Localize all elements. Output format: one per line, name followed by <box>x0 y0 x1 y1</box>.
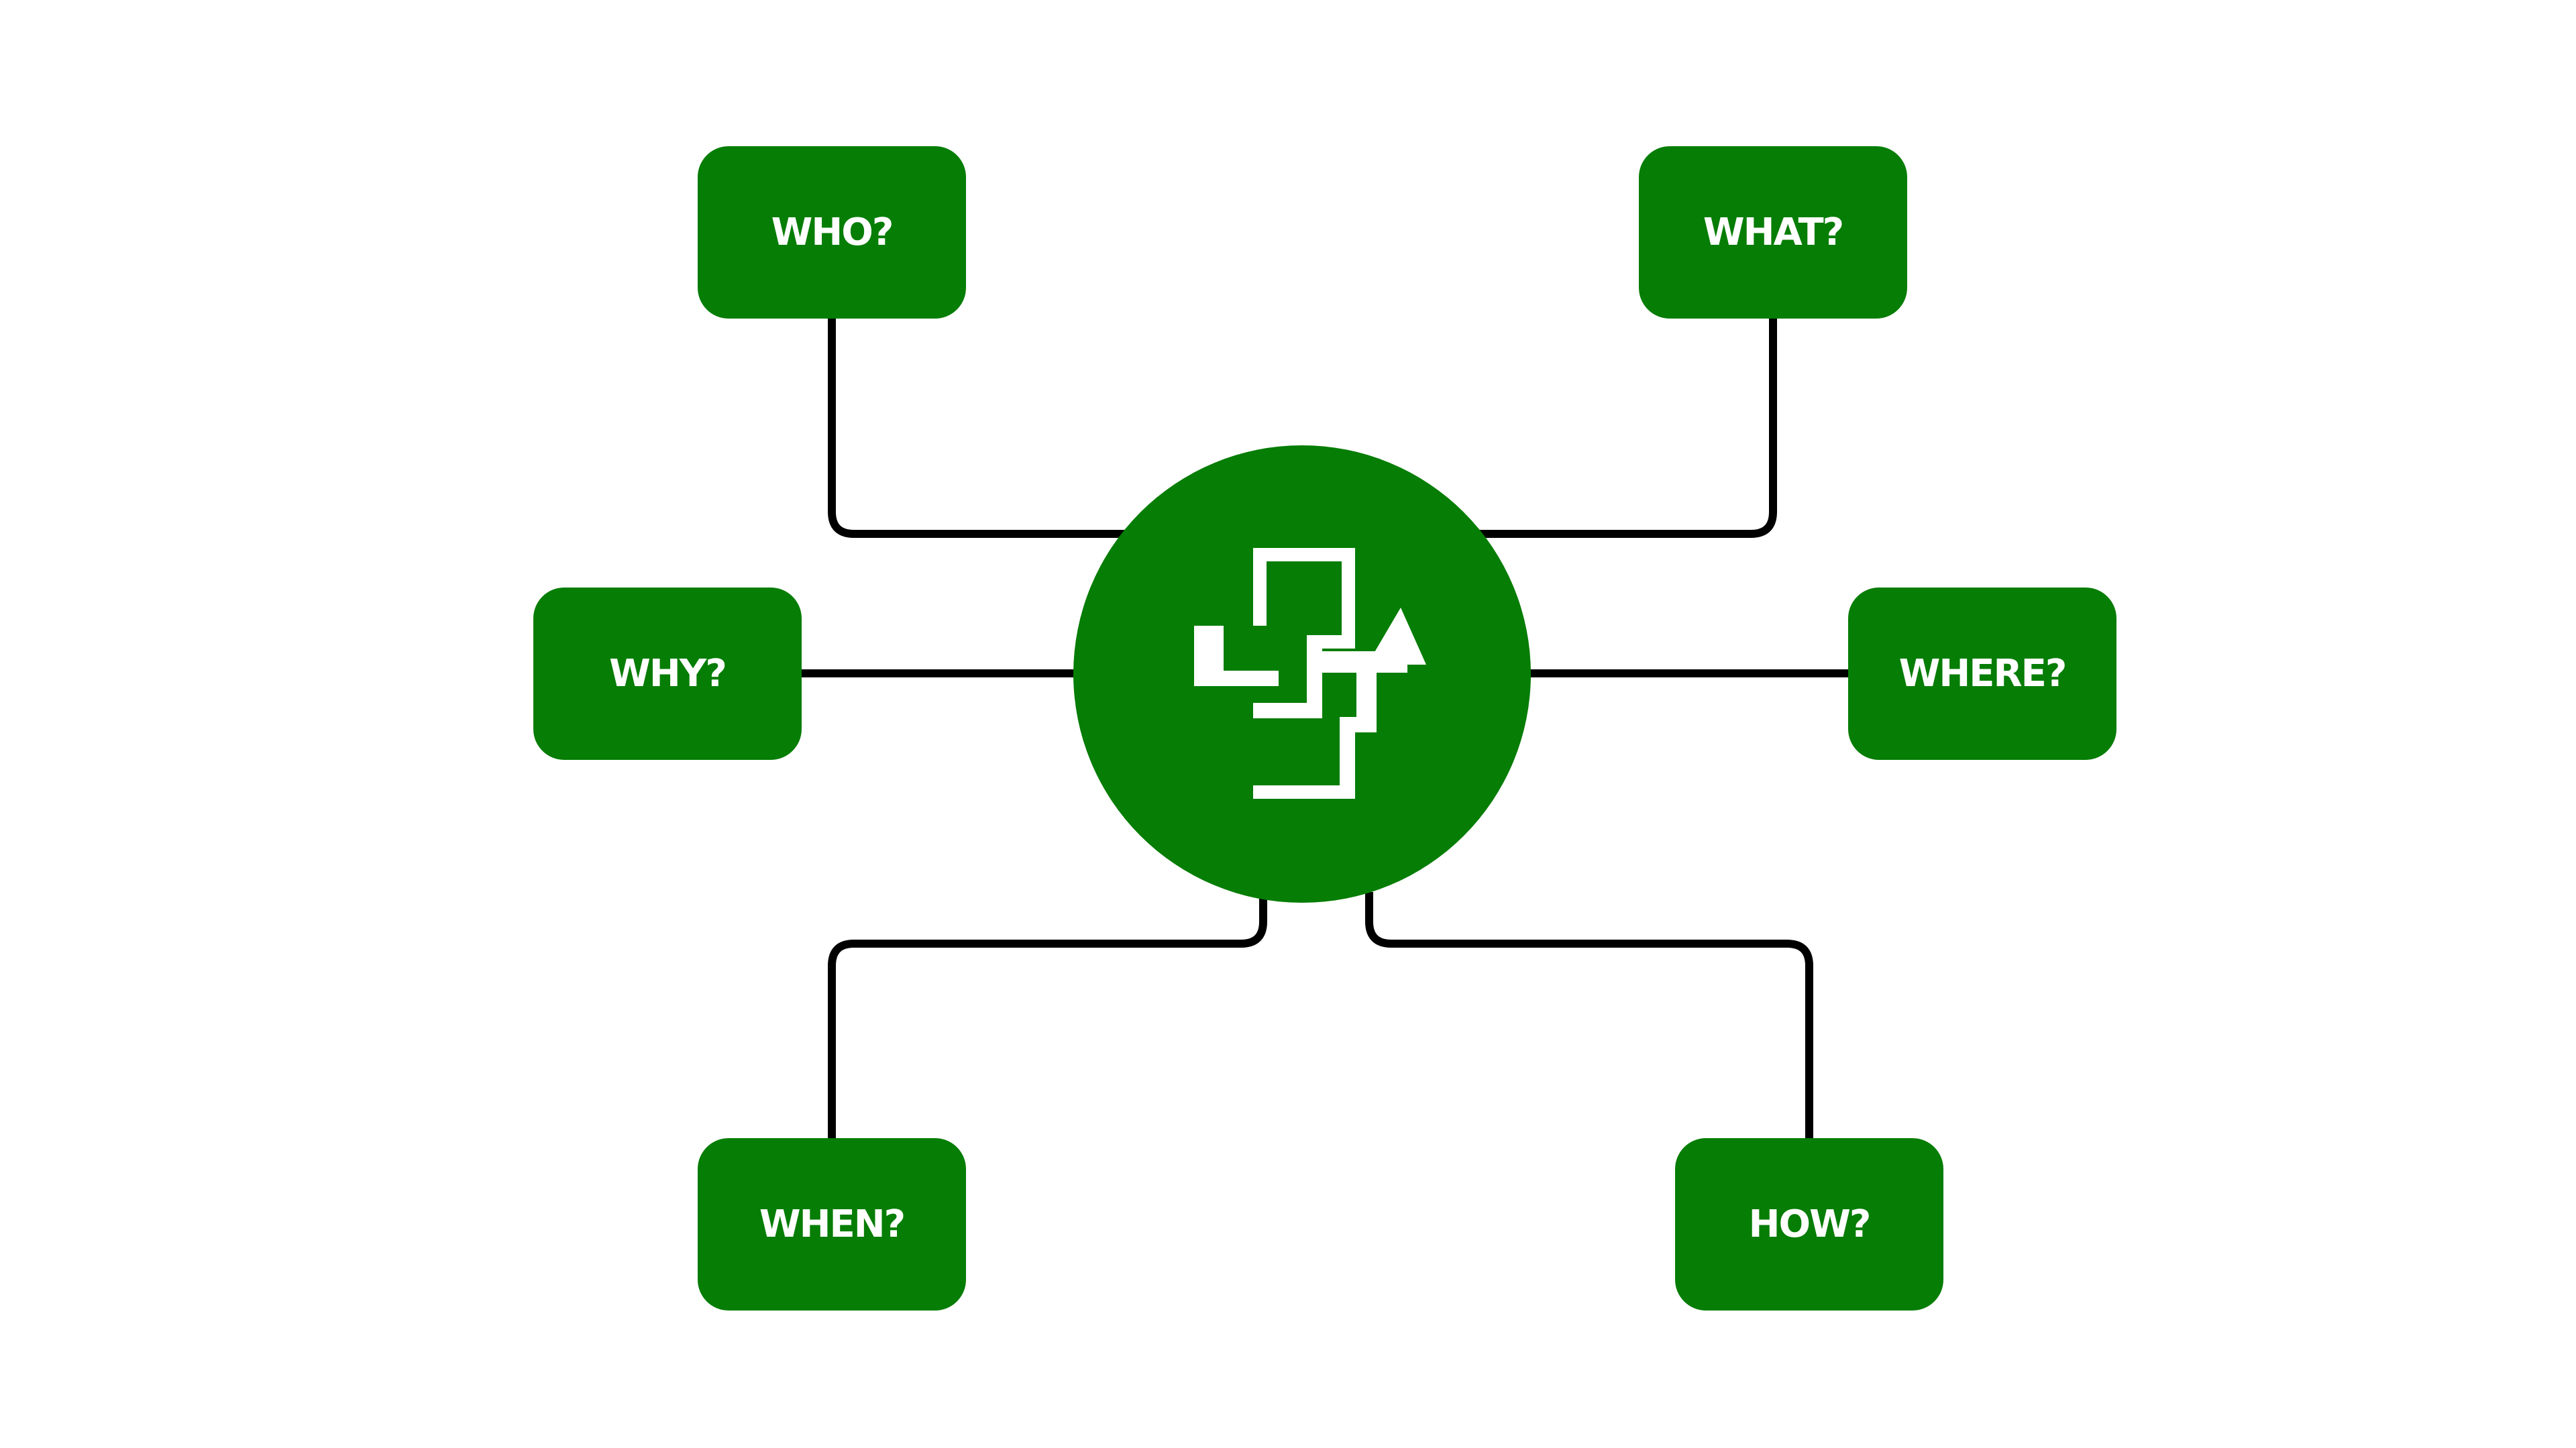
connector-who <box>828 319 1134 538</box>
node-when-label: WHEN? <box>759 1203 906 1246</box>
node-why-label: WHY? <box>609 652 727 695</box>
connector-what <box>1469 319 1777 538</box>
plus-arrow-logo-icon <box>1194 548 1426 799</box>
node-when: WHEN? <box>698 1138 966 1311</box>
connector-when <box>828 892 1267 1138</box>
node-who-label: WHO? <box>771 211 894 254</box>
node-how: HOW? <box>1675 1138 1943 1311</box>
node-what-label: WHAT? <box>1703 211 1844 254</box>
node-where: WHERE? <box>1848 588 2116 760</box>
node-what: WHAT? <box>1639 146 1907 319</box>
node-who: WHO? <box>698 146 966 319</box>
connector-how <box>1365 892 1813 1138</box>
node-how-label: HOW? <box>1748 1203 1872 1246</box>
central-hub <box>1073 445 1531 903</box>
node-where-label: WHERE? <box>1898 652 2068 695</box>
node-why: WHY? <box>533 588 802 760</box>
